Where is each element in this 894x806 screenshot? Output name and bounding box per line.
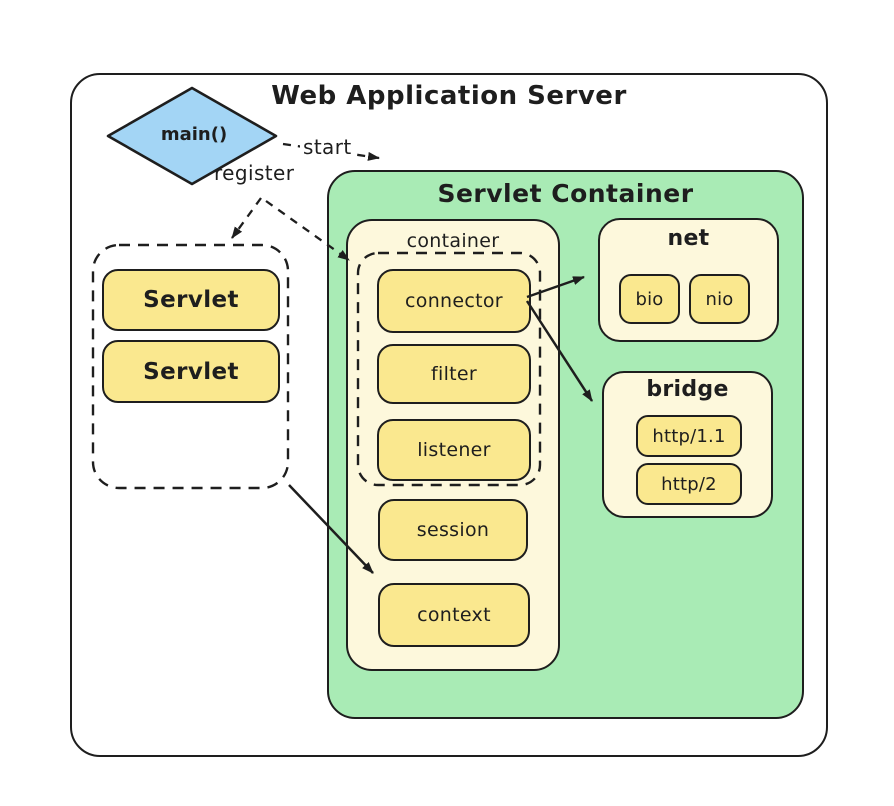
diagram-title: Web Application Server (271, 81, 627, 111)
container-title: container (406, 230, 500, 252)
nio-node-label: nio (705, 288, 734, 310)
connector-node: connector (377, 269, 531, 333)
servlet-container-group: Servlet Container container connector fi… (327, 170, 804, 719)
listener-node-label: listener (417, 439, 491, 461)
bridge-title: bridge (646, 377, 729, 402)
start-edge-label: start (300, 135, 355, 159)
http2-node-label: http/2 (661, 473, 717, 495)
listener-node: listener (377, 419, 531, 481)
context-node-label: context (417, 604, 491, 626)
servlet-node-label: Servlet (143, 287, 239, 313)
net-group: net bio nio (598, 218, 779, 342)
servlet-group: Servlet Servlet (95, 247, 290, 490)
container-group: container connector filter listener sess… (346, 219, 560, 671)
http11-node-label: http/1.1 (652, 425, 726, 447)
bridge-group: bridge http/1.1 http/2 (602, 371, 773, 518)
bio-node-label: bio (635, 288, 664, 310)
nio-node: nio (689, 274, 750, 324)
register-edge-label: register (214, 161, 295, 185)
session-node-label: session (416, 519, 490, 541)
session-node: session (378, 499, 528, 561)
http2-node: http/2 (636, 463, 742, 505)
servlet-node: Servlet (102, 269, 280, 331)
connector-node-label: connector (405, 290, 503, 312)
context-node: context (378, 583, 530, 647)
servlet-node: Servlet (102, 340, 280, 403)
http11-node: http/1.1 (636, 415, 742, 457)
net-title: net (667, 226, 710, 251)
web-application-server-group: Web Application Server Servlet Servlet S… (70, 73, 828, 757)
filter-node-label: filter (431, 363, 477, 385)
servlet-container-title: Servlet Container (437, 179, 694, 208)
servlet-node-label: Servlet (143, 358, 239, 385)
filter-node: filter (377, 344, 531, 404)
main-node-label: main() (160, 124, 228, 145)
bio-node: bio (619, 274, 680, 324)
